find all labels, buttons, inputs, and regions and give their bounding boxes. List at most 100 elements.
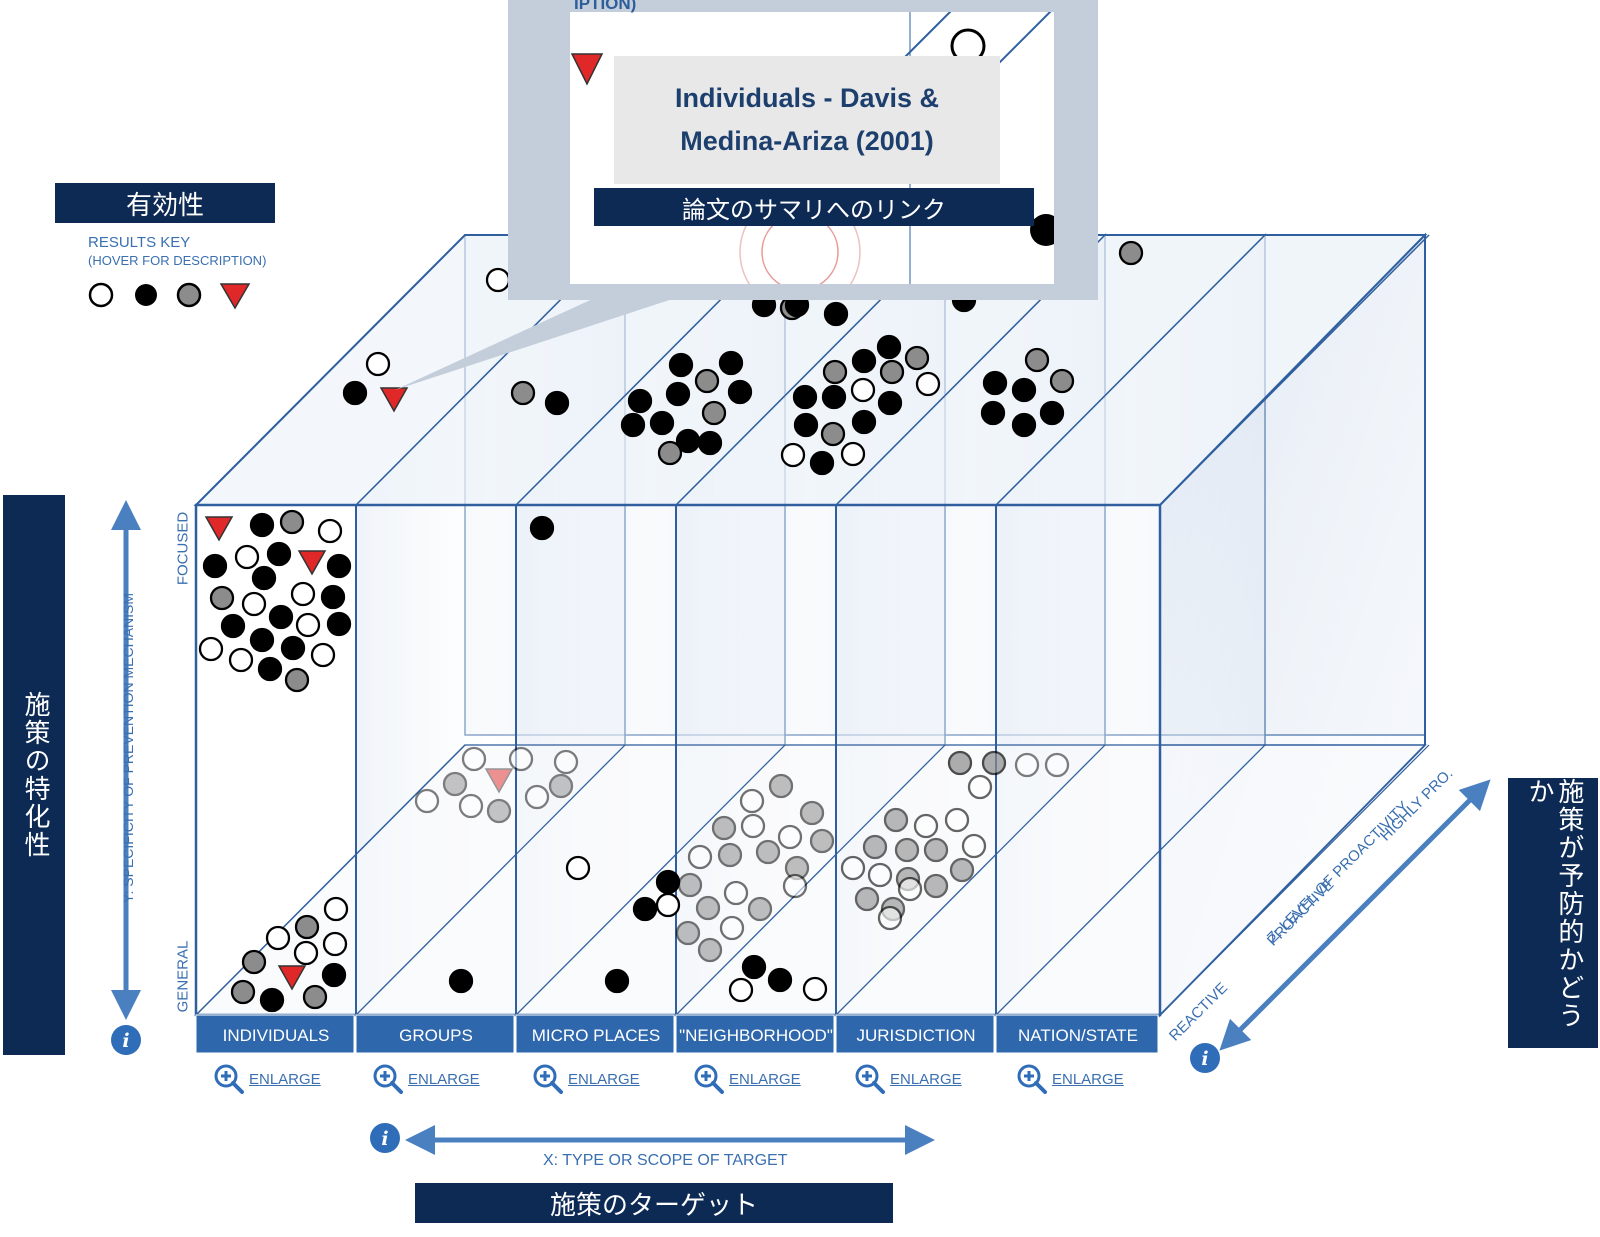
gray-circle-icon <box>442 771 468 797</box>
black-circle-icon <box>326 611 352 637</box>
y-axis-top-label: FOCUSED <box>174 511 192 586</box>
info-icon[interactable]: i <box>111 1025 141 1055</box>
white-circle-icon <box>1014 752 1040 778</box>
black-circle-icon <box>320 584 346 610</box>
gray-circle-icon <box>548 773 574 799</box>
y-axis-bottom-label: GENERAL <box>174 940 192 1013</box>
zoom-in-icon <box>214 1064 244 1094</box>
gray-circle-icon <box>302 984 328 1010</box>
svg-text:i: i <box>381 1128 388 1150</box>
red-triangle-icon <box>204 516 234 542</box>
zoom-in-icon <box>855 1064 885 1094</box>
black-circle-icon <box>202 553 228 579</box>
black-circle-icon <box>1011 377 1037 403</box>
gray-circle-icon <box>657 440 683 466</box>
svg-text:i: i <box>1201 1048 1208 1070</box>
enlarge-link-5[interactable]: ENLARGE <box>1017 1064 1124 1094</box>
white-circle-icon <box>967 774 993 800</box>
black-circle-icon <box>280 635 306 661</box>
black-circle-icon <box>655 869 681 895</box>
white-circle-icon <box>485 267 511 293</box>
gray-circle-icon <box>230 979 256 1005</box>
zoom-in-icon <box>533 1064 563 1094</box>
white-circle-icon <box>719 915 745 941</box>
black-circle-icon <box>266 541 292 567</box>
white-circle-icon <box>723 880 749 906</box>
summary-link-label[interactable]: 論文のサマリへのリンク <box>594 188 1034 226</box>
category-cell <box>515 1014 675 1054</box>
tooltip-card[interactable]: Individuals - Davis & Medina-Ariza (2001… <box>614 56 1000 184</box>
enlarge-label: ENLARGE <box>249 1070 321 1088</box>
white-circle-icon <box>961 833 987 859</box>
gray-circle-icon <box>1024 347 1050 373</box>
black-circle-icon <box>697 430 723 456</box>
black-circle-icon <box>627 388 653 414</box>
floor-diagonal <box>675 744 946 1016</box>
specificity-label: 施策の特化性 <box>3 495 65 1055</box>
white-circle-icon <box>944 807 970 833</box>
black-circle-icon <box>604 968 630 994</box>
white-circle-icon <box>508 746 534 772</box>
red-triangle-icon <box>379 387 409 413</box>
black-circle-icon <box>792 384 818 410</box>
white-circle-icon <box>234 544 260 570</box>
category-label: GROUPS <box>399 1026 473 1045</box>
gray-circle-icon <box>510 380 536 406</box>
red-triangle-icon <box>277 965 307 991</box>
enlarge-link-4[interactable]: ENLARGE <box>855 1064 962 1094</box>
gray-circle-icon <box>822 359 848 385</box>
black-circle-icon <box>257 656 283 682</box>
results-key-title: RESULTS KEY <box>88 234 191 251</box>
white-circle-icon <box>655 892 681 918</box>
effectiveness-label: 有効性 <box>55 183 275 223</box>
category-label: INDIVIDUALS <box>223 1026 330 1045</box>
gray-circle-icon <box>176 282 202 308</box>
gray-circle-icon <box>486 798 512 824</box>
results-key-subtitle: (HOVER FOR DESCRIPTION) <box>88 253 267 268</box>
enlarge-link-3[interactable]: ENLARGE <box>694 1064 801 1094</box>
black-circle-icon <box>448 968 474 994</box>
white-circle-icon <box>228 647 254 673</box>
proactivity-label: 施策が予防的かどうか <box>1508 778 1598 1048</box>
info-icon[interactable]: i <box>370 1123 400 1153</box>
white-circle-icon <box>198 636 224 662</box>
gray-circle-icon <box>294 914 320 940</box>
white-circle-icon <box>414 788 440 814</box>
white-circle-icon <box>290 581 316 607</box>
red-triangle-icon <box>570 53 604 86</box>
gray-circle-icon <box>799 800 825 826</box>
gray-circle-icon <box>862 834 888 860</box>
tooltip-cut-text: IPTION) <box>574 0 637 13</box>
white-circle-icon <box>913 813 939 839</box>
white-circle-icon <box>241 591 267 617</box>
floor-diagonal <box>835 744 1106 1016</box>
gray-circle-icon <box>894 837 920 863</box>
gray-circle-icon <box>701 400 727 426</box>
enlarge-link-2[interactable]: ENLARGE <box>533 1064 640 1094</box>
white-circle-icon <box>739 788 765 814</box>
zoom-in-icon <box>1017 1064 1047 1094</box>
black-circle-icon <box>632 896 658 922</box>
white-circle-icon <box>877 905 903 931</box>
black-circle-icon <box>135 284 157 306</box>
white-circle-icon <box>265 925 291 951</box>
results-key-symbols[interactable] <box>85 278 260 314</box>
white-circle-icon <box>293 940 319 966</box>
enlarge-label: ENLARGE <box>890 1070 962 1088</box>
tooltip-pointer <box>395 290 700 390</box>
enlarge-link-1[interactable]: ENLARGE <box>373 1064 480 1094</box>
black-circle-icon <box>251 565 277 591</box>
floor-diagonal <box>355 744 626 1016</box>
enlarge-link-0[interactable]: ENLARGE <box>214 1064 321 1094</box>
white-circle-icon <box>458 793 484 819</box>
gray-circle-icon <box>947 750 973 776</box>
black-circle-icon <box>877 390 903 416</box>
info-icon[interactable]: i <box>1190 1043 1220 1073</box>
top-diagonal <box>995 234 1266 506</box>
svg-text:i: i <box>122 1030 129 1052</box>
black-circle-icon <box>982 370 1008 396</box>
gray-circle-icon <box>695 895 721 921</box>
black-circle-icon <box>649 410 675 436</box>
